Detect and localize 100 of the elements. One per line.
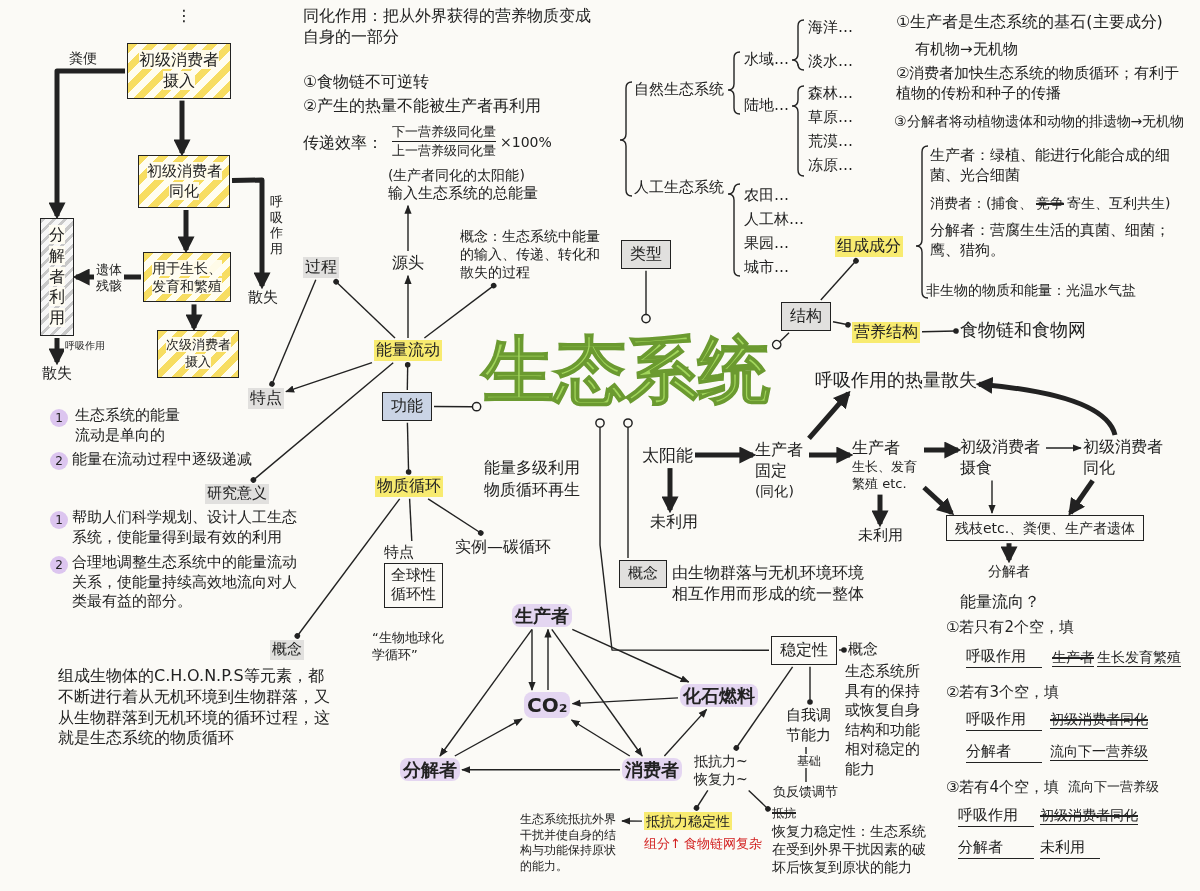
edge-label: 遗体残骸 [94,262,124,294]
topic-text: 抵抗力~ 恢复力~ [694,752,748,789]
category-text: 海洋… [808,18,853,38]
category-text: 淡水… [808,52,853,72]
filled-blank: 呼吸作用 [966,710,1042,731]
flow-box: 初级消费者摄入 [127,43,231,99]
arrow [1000,543,1018,564]
connector-line [333,279,396,339]
topic-text: 负反馈调节 [773,784,838,801]
category-text: 农田… [744,186,789,206]
category-text: 陆地… [744,96,789,116]
arrow [1068,479,1095,516]
note-text: 能量多级利用 [484,458,580,479]
list-number: 1 [50,511,68,529]
arrow [988,479,996,514]
arrow [570,719,631,757]
cycle-node-text: CO₂ [524,692,571,718]
edge-label: 呼吸作用 [267,194,285,257]
note-text: (生产者同化的太阳能) 输入生态系统的总能量 [388,166,538,204]
topic-text: 特点 [248,388,284,409]
arrow [871,494,889,528]
flow-box: 次级消费者摄入 [157,330,239,378]
arrow [528,628,536,691]
category-text: 自然生态系统 [634,80,724,100]
note-text: 物质循环再生 [484,480,580,501]
flow-box: 初级消费者同化 [138,155,230,208]
component-text: 寄生、互利共生) [1067,194,1171,213]
connector-line [838,647,847,653]
category-text: 水域… [744,50,789,70]
list-number: 2 [50,556,68,574]
cycle-node-text: 生产者 [512,604,572,628]
connector-line [250,362,394,483]
arrow [48,338,66,366]
topic-box: 类型 [621,240,671,269]
connector-line [433,401,482,412]
connector-line [807,666,813,705]
list-item-text: 能量在流动过程中逐级递减 [72,450,252,470]
arrow [404,274,412,339]
connector-line [595,418,770,651]
edge-label: 基础 [796,754,822,769]
definition-text: 生态系统抵抗外界干扰并使自身的结构与功能保持原状的能力。 [520,812,620,875]
connector-line [693,789,709,811]
flow-step-text: 初级消费者摄食 [960,437,1044,479]
arrow [285,361,373,393]
arrow [661,468,679,514]
flow-step-text: 初级消费者同化 [1083,437,1167,479]
note-text: 同化作用：把从外界获得的营养物质变成自身的一部分 [303,6,592,48]
highlighted-topic: 物质循环 [375,476,443,497]
question-text: ③若有4个空，填 [946,778,1059,798]
definition-text: 生态系统所具有的保持或恢复自身结构和功能相对稳定的能力 [845,662,921,779]
component-text: 消费者：(捕食、 [930,194,1034,213]
crossed-out-answer: 生产者 [1052,648,1094,668]
list-item-text: 帮助人们科学规划、设计人工生态系统，使能量得到最有效的利用 [72,508,297,547]
formula-text: 传递效率： [303,133,383,154]
note-text: 有机物→无机物 [915,40,1018,60]
topic-box: 结构 [781,302,831,331]
definition-text: 组成生物体的C.H.O.N.P.S等元素，都不断进行着从无机环境到生物群落，又从生物群落到无机环境的循环过程，这就是生态系统的物质循环 [58,666,330,750]
arrow [1045,444,1082,452]
category-text: 冻原… [808,156,853,176]
connector-line [832,321,851,328]
annotation-text: 组分↑ [644,836,681,853]
flow-step-text: 太阳能 [642,444,693,467]
question-text: ②若有3个空，填 [946,683,1059,703]
flow-step-text: 分解者 [988,562,1030,581]
connector-line [269,279,317,387]
connector-line [771,332,790,350]
topic-text: 食物链和食物网 [960,318,1086,342]
filled-blank: 呼吸作用 [958,806,1034,827]
connector-line [405,422,412,475]
arrow [48,68,125,220]
formula-text: ×100% [500,133,552,152]
arrow [663,708,708,757]
flow-step-text: 未利用 [858,526,903,546]
arrow [975,377,1118,436]
note-text: ②消费者加快生态系统的物质循环；有利于植物的传粉和种子的传播 [896,64,1181,103]
highlighted-topic: 组成成分 [835,236,903,257]
arrow [439,628,533,757]
flow-end-text: 散失 [42,364,72,384]
arrow [454,718,523,757]
arrow [571,628,690,683]
topic-text: 自我调节能力 [786,706,834,745]
note-text: ③分解者将动植物遗体和动物的排遗物→无机物 [894,112,1185,131]
highlighted-topic: 营养结构 [852,322,920,343]
connector-line [427,498,484,536]
category-text: 人工林… [744,210,804,230]
filled-blank: 未利用 [1040,838,1100,859]
flow-step-text: 呼吸作用的热量散失 [815,368,977,392]
connector-line [820,258,859,301]
arrow [461,766,621,774]
list-number: 2 [50,452,68,470]
connector-line [404,362,411,391]
flow-box: 用于生长、发育和繁殖 [143,252,231,303]
arrow [231,177,271,290]
arrow [551,628,643,757]
ellipsis-mark: ⋮ [176,6,192,27]
topic-text: 过程 [303,257,339,278]
topic-text: 概念 [270,640,304,660]
topic-text: 概念 [848,640,878,660]
crossed-out-answer: 初级消费者同化 [1050,710,1148,730]
central-topic: 生态系统 [482,324,770,418]
